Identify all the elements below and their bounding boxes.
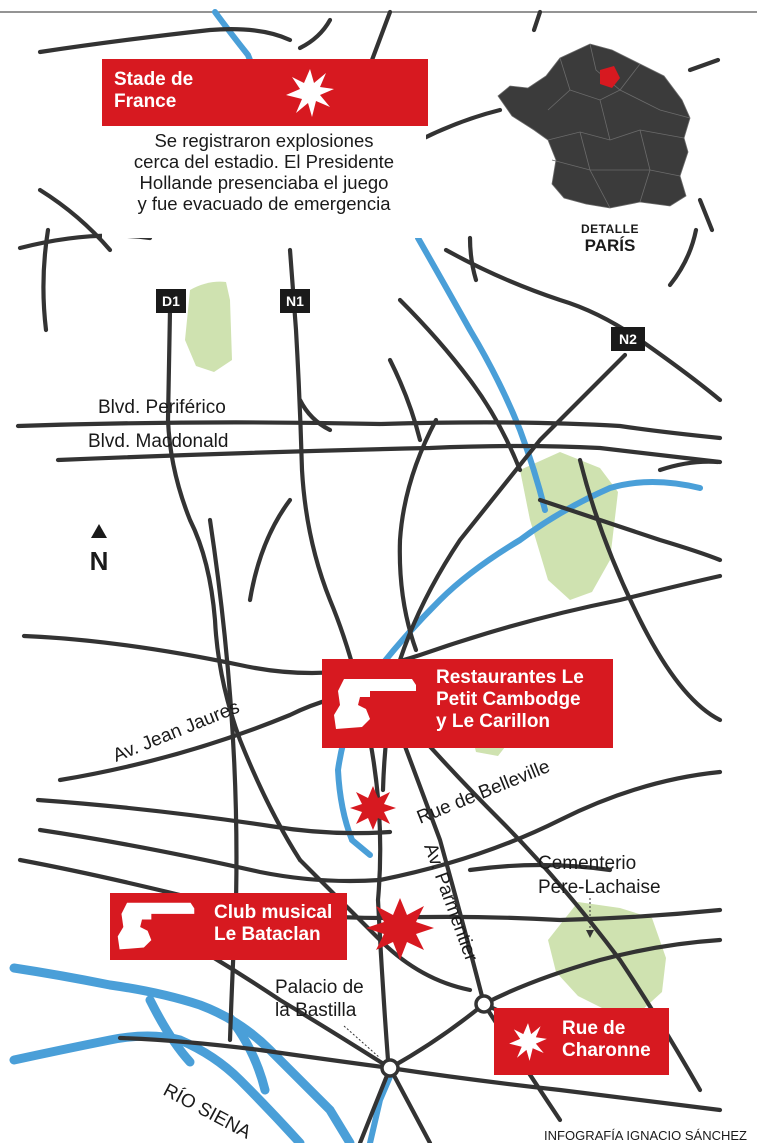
road-bastille-se: [387, 1065, 433, 1143]
road-north-e: [37, 187, 113, 253]
bastille-label-line2: la Bastilla: [275, 1000, 357, 1021]
road-rivoli: [117, 1035, 393, 1071]
road-north-a: [37, 27, 293, 55]
stade-note-line2: cerca del estadio. El Presidente: [133, 151, 395, 172]
road-west-vertical: [207, 517, 239, 1043]
bataclan-label-line1: Club musical: [214, 902, 333, 923]
road-cross-mid: [21, 573, 723, 676]
seine-link-2: [225, 1013, 270, 1095]
restaurants-label-line2: Petit Cambodge: [436, 688, 581, 710]
road-cross-b: [17, 857, 723, 923]
credit-label: INFOGRAFÍA IGNACIO SÁNCHEZ: [538, 1126, 751, 1143]
road-north-m: [667, 227, 699, 288]
france-inset-map: [497, 43, 691, 209]
road-north-b: [297, 17, 333, 51]
inset-label: DETALLE PARÍS: [560, 222, 660, 256]
charonne-label-line1: Rue de: [562, 1018, 626, 1039]
n1-shield-label: N1: [286, 293, 304, 309]
explosion-icon: [509, 1023, 547, 1061]
road-north-o: [387, 357, 423, 443]
restaurants-label-line1: Restaurantes Le: [436, 667, 584, 688]
road-mid-d: [577, 457, 723, 723]
stade-label-line2: France: [114, 90, 177, 112]
road-belleville: [37, 769, 723, 884]
road-mid-a: [397, 417, 439, 653]
stade-label-line1: Stade de: [114, 69, 194, 90]
road-cross-a: [35, 797, 393, 836]
road-north-c: [369, 9, 393, 63]
explosion-icon: [286, 69, 334, 117]
park-buttes-chaumont: [520, 452, 618, 600]
road-north-h: [443, 247, 723, 403]
canal-saint-denis: [415, 235, 548, 513]
n2-shield: [611, 327, 645, 351]
inset-label-small: DETALLE: [581, 222, 639, 236]
seine-south-arm: [9, 1031, 305, 1143]
street-label-macdonald: Blvd. Macdonald: [88, 431, 228, 452]
road-bataclan-link: [297, 857, 473, 993]
bataclan-box: Club musical Le Bataclan: [110, 893, 347, 960]
road-north-j: [467, 235, 479, 283]
road-charonne: [387, 937, 723, 1071]
road-north-k: [417, 107, 503, 143]
road-north-f: [41, 227, 51, 333]
road-macdonald: [55, 443, 723, 465]
place-bastille-roundabout: [380, 1058, 400, 1078]
road-d1: [165, 307, 303, 863]
street-label-belleville: Rue de Belleville: [414, 756, 553, 828]
river-label-seine: RÍO SIENA: [160, 1080, 255, 1143]
n1-shield: [280, 289, 310, 313]
stade-de-france-box: Stade de France: [102, 59, 428, 126]
park-north: [185, 281, 232, 372]
road-bastille-south: [357, 1065, 393, 1143]
d1-shield-label: D1: [162, 293, 180, 309]
inset-label-big: PARÍS: [584, 236, 636, 255]
explosion-icon: [366, 898, 434, 960]
charonne-box: Rue de Charonne: [494, 1008, 669, 1075]
road-mid-e: [537, 497, 723, 563]
road-north-d: [531, 9, 543, 33]
bastille-label-line1: Palacio de: [275, 977, 364, 998]
france-regions: [547, 43, 691, 209]
road-mid-f: [247, 497, 293, 603]
france-shape: [497, 43, 691, 209]
north-label: N: [90, 546, 109, 576]
north-arrow-icon: [91, 524, 107, 538]
road-north-i: [397, 297, 523, 473]
bastille-pointer: [343, 1025, 381, 1059]
road-network: [15, 9, 723, 1143]
road-north-l: [687, 57, 721, 73]
d1-shield: [156, 289, 186, 313]
explosion-icon: [350, 786, 396, 830]
n2-shield-label: N2: [619, 331, 637, 347]
canal-saint-martin: [334, 479, 703, 858]
seine-link: [145, 995, 195, 1067]
ile-de-france-highlight: [600, 66, 620, 88]
cemetery-label-line2: Père-Lachaise: [538, 877, 661, 898]
place-nation-roundabout: [474, 994, 494, 1014]
seine-north-arm: [9, 963, 355, 1143]
stade-note-line1: Se registraron explosiones: [154, 130, 374, 151]
bataclan-label-line2: Le Bataclan: [214, 923, 321, 945]
charonne-label-line2: Charonne: [562, 1039, 651, 1061]
road-north-n: [697, 197, 715, 233]
restaurants-box: Restaurantes Le Petit Cambodge y Le Cari…: [322, 659, 613, 748]
stade-note: Se registraron explosiones cerca del est…: [102, 127, 426, 238]
stade-note-line4: y fue evacuado de emergencia: [137, 193, 391, 214]
stade-note-line3: Hollande presenciaba el juego: [139, 172, 389, 193]
cemetery-label-line1: Cementerio: [538, 853, 636, 874]
street-label-peripherique: Blvd. Periférico: [98, 397, 226, 418]
road-mid-b: [297, 397, 333, 433]
road-east-c: [467, 862, 613, 873]
cemetery-pointer-head: [586, 930, 594, 938]
gun-icon: [334, 679, 416, 729]
road-mid-c: [657, 459, 721, 473]
street-label-parmentier: Av. Parmentier: [419, 841, 481, 965]
restaurants-label-line3: y Le Carillon: [436, 710, 551, 732]
road-faubourg: [387, 1065, 723, 1113]
road-peripherique: [15, 420, 723, 441]
gun-icon: [117, 902, 195, 950]
